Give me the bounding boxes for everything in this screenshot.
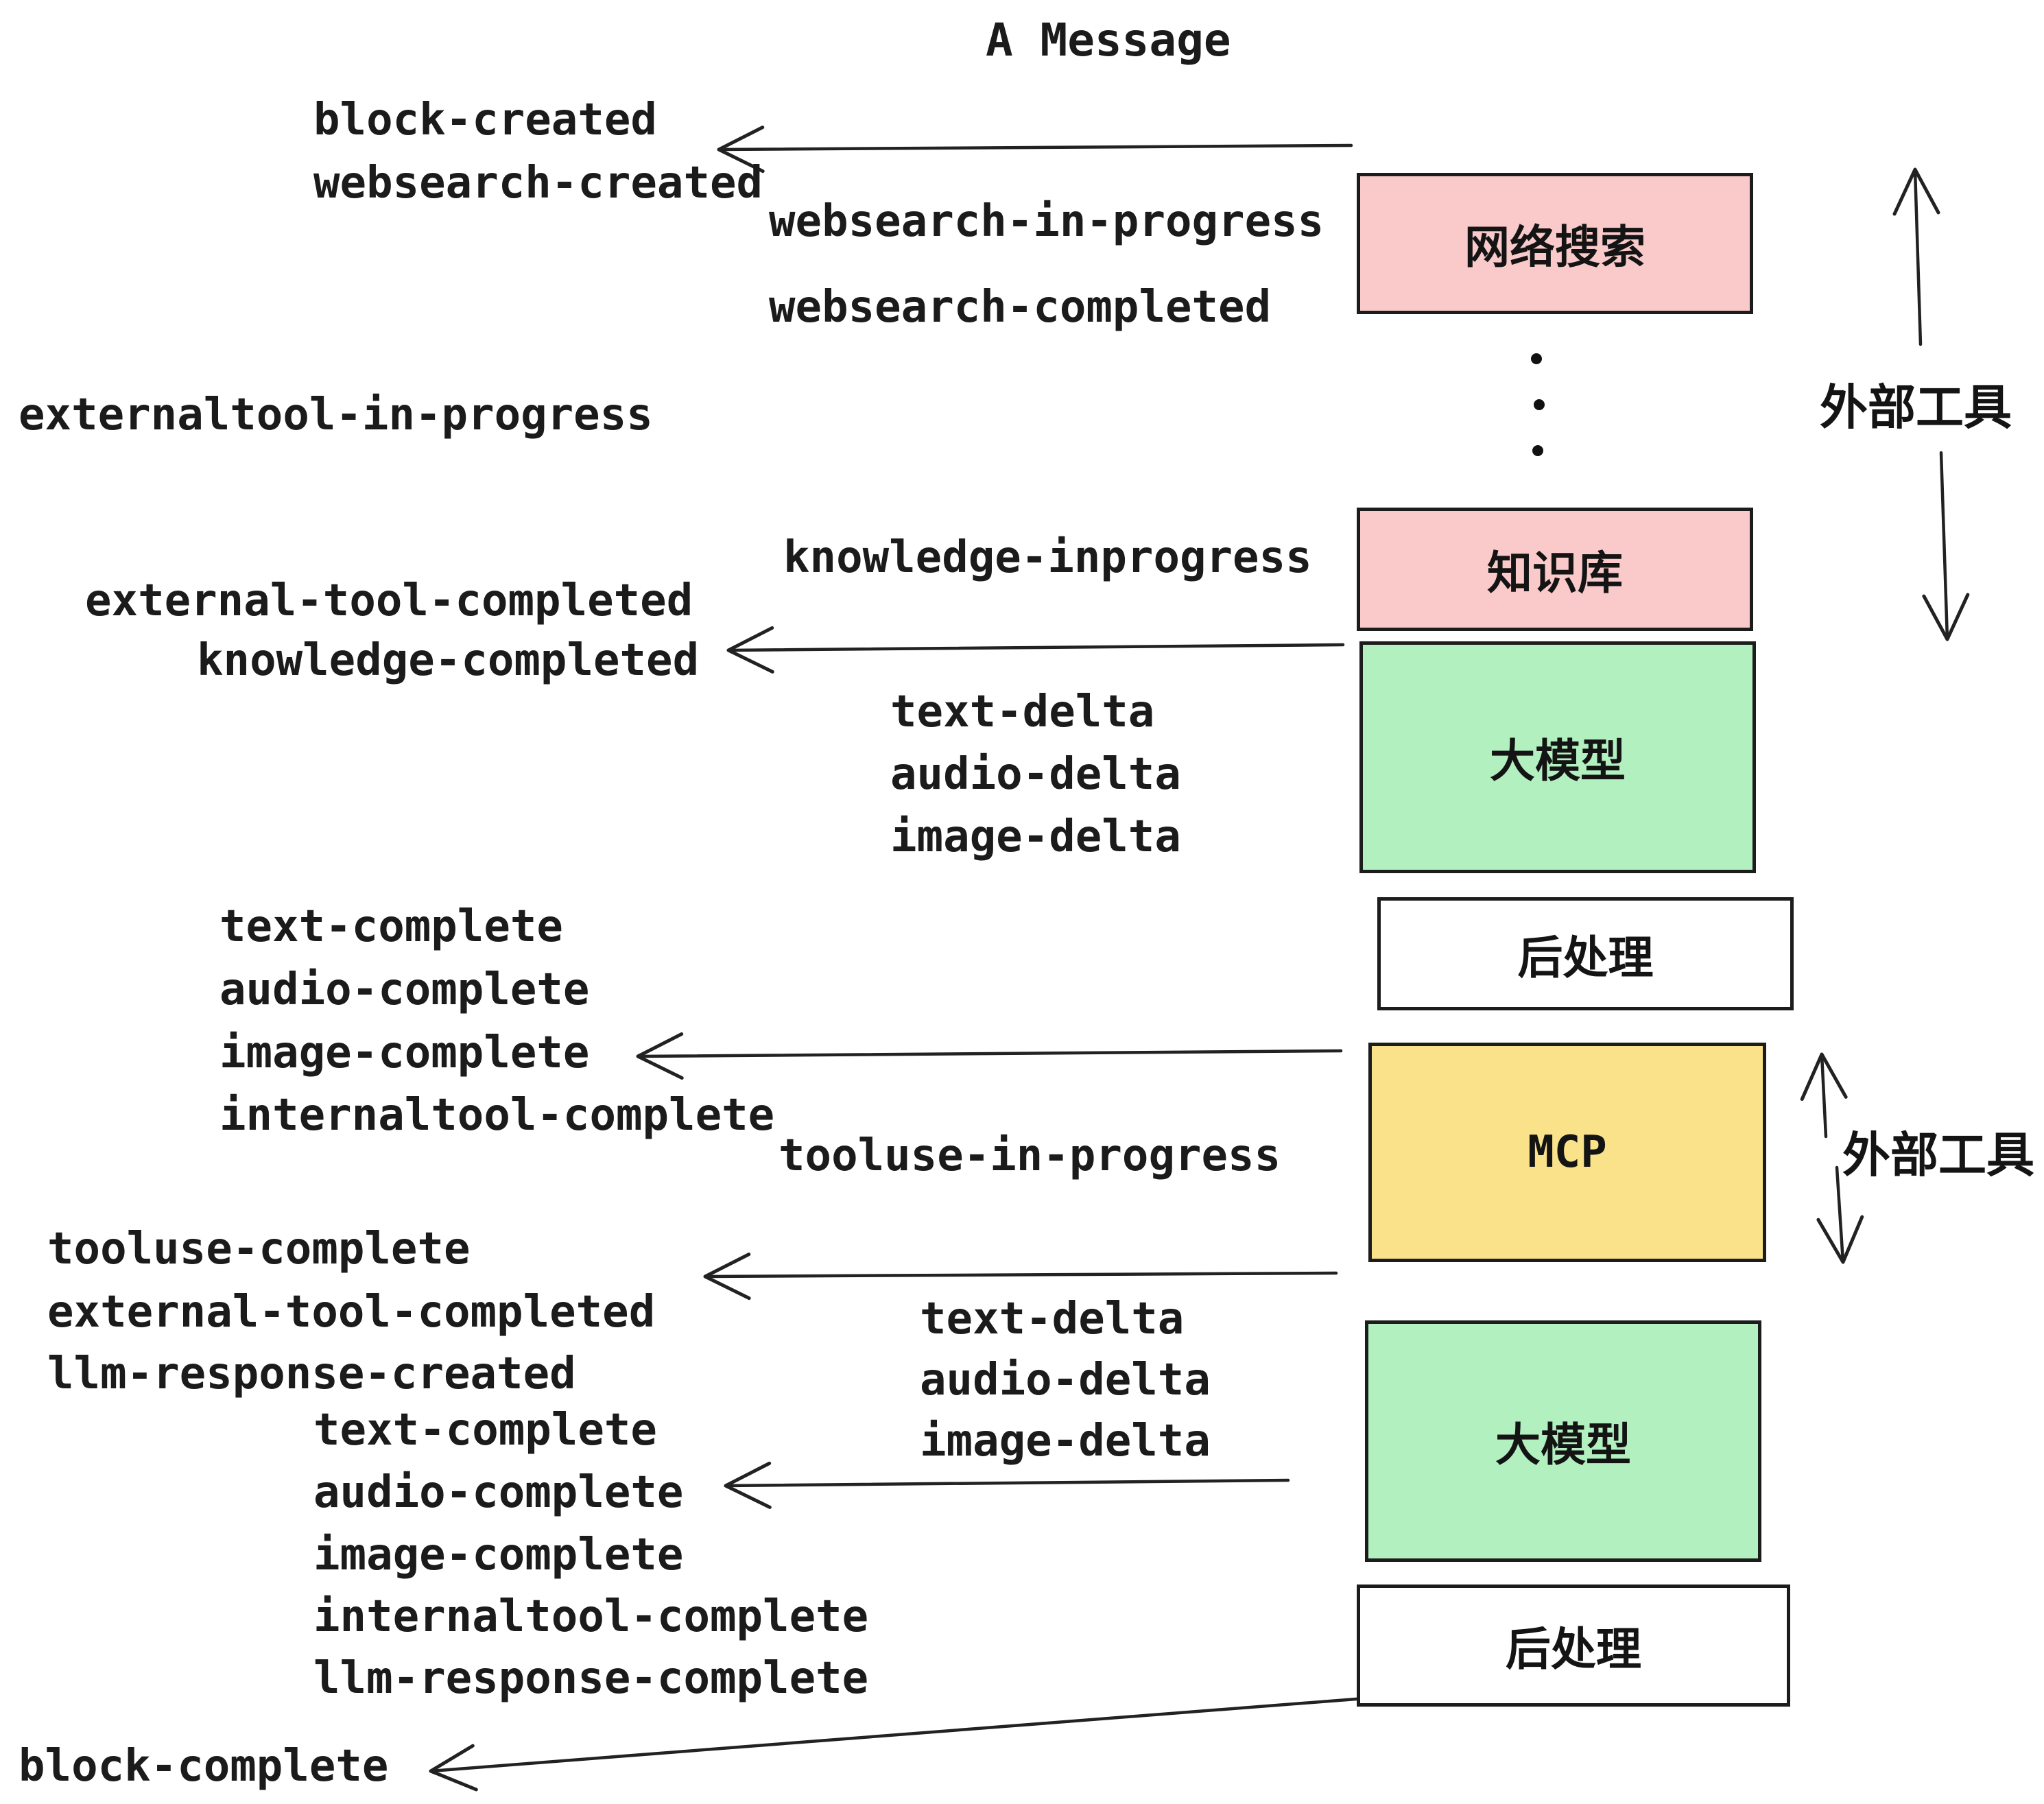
event-label-image-delta-2: image-delta	[920, 1416, 1211, 1467]
box-mcp: MCP	[1368, 1043, 1766, 1262]
event-label-internaltool-complete-1: internaltool-complete	[219, 1090, 775, 1141]
event-label-websearch-created: websearch-created	[313, 158, 763, 209]
event-label-llm-response-created: llm-response-created	[47, 1349, 576, 1399]
event-label-knowledge-inprogress: knowledge-inprogress	[783, 532, 1312, 583]
box-label-llm-2: 大模型	[1495, 1419, 1631, 1471]
side-label-external-tools-2: 外部工具	[1842, 1127, 2034, 1183]
event-label-tooluse-in-progress: tooluse-in-progress	[779, 1130, 1281, 1181]
arrow-audio-complete-2	[724, 1461, 1290, 1509]
event-label-knowledge-completed: knowledge-completed	[197, 635, 700, 686]
event-label-audio-complete-2: audio-complete	[313, 1467, 684, 1518]
event-label-image-complete-2: image-complete	[313, 1530, 684, 1580]
event-label-internaltool-complete-2: internaltool-complete	[313, 1591, 869, 1642]
event-label-websearch-in-progress: websearch-in-progress	[769, 196, 1324, 247]
event-label-text-delta-1: text-delta	[890, 687, 1155, 737]
box-label-llm-1: 大模型	[1490, 735, 1626, 787]
event-label-text-complete-1: text-complete	[219, 901, 563, 952]
box-knowledge: 知识库	[1357, 508, 1753, 631]
arrow-external-tools-2-up	[1800, 1052, 1848, 1139]
event-label-external-tool-completed-1: external-tool-completed	[85, 575, 693, 626]
event-label-audio-delta-1: audio-delta	[890, 749, 1181, 800]
box-label-websearch: 网络搜索	[1464, 221, 1645, 274]
ellipsis-dot	[1532, 445, 1543, 456]
box-post-2: 后处理	[1357, 1585, 1790, 1707]
arrow-knowledge-completed	[726, 626, 1345, 674]
event-label-block-complete: block-complete	[19, 1741, 389, 1792]
event-label-external-tool-completed-2: external-tool-completed	[47, 1287, 656, 1338]
arrow-external-tools-2-down	[1816, 1165, 1864, 1264]
diagram-title: A Message	[986, 14, 1231, 67]
box-label-post-2: 后处理	[1506, 1623, 1641, 1676]
ellipsis-dot	[1534, 399, 1545, 410]
arrow-websearch-created	[717, 126, 1353, 174]
arrow-external-tools-1-up	[1892, 167, 1940, 346]
side-label-external-tools-1: 外部工具	[1820, 379, 2012, 436]
box-llm-1: 大模型	[1359, 641, 1756, 873]
arrow-external-tools-1-down	[1922, 451, 1970, 641]
arrow-internaltool-complete-1	[636, 1032, 1343, 1080]
box-label-post-1: 后处理	[1517, 931, 1654, 984]
event-label-websearch-completed: websearch-completed	[769, 282, 1272, 333]
box-llm-2: 大模型	[1365, 1320, 1761, 1562]
event-label-tooluse-complete: tooluse-complete	[47, 1224, 471, 1274]
box-label-knowledge: 知识库	[1487, 547, 1623, 600]
arrow-tooluse-complete	[703, 1253, 1338, 1301]
event-label-block-created: block-created	[313, 95, 657, 145]
event-label-audio-complete-1: audio-complete	[219, 964, 590, 1015]
box-websearch: 网络搜索	[1357, 173, 1753, 314]
event-label-text-delta-2: text-delta	[920, 1294, 1185, 1344]
arrow-block-complete	[429, 1696, 1367, 1792]
event-label-audio-delta-2: audio-delta	[920, 1355, 1211, 1405]
event-label-text-complete-2: text-complete	[313, 1405, 657, 1456]
event-label-image-complete-1: image-complete	[219, 1028, 590, 1078]
event-label-image-delta-1: image-delta	[890, 811, 1181, 862]
event-label-llm-response-complete: llm-response-complete	[313, 1653, 869, 1704]
ellipsis-dot	[1531, 353, 1542, 364]
box-label-mcp: MCP	[1528, 1127, 1607, 1178]
box-post-1: 后处理	[1377, 897, 1794, 1010]
ellipsis-dots	[1531, 353, 1545, 456]
event-label-externaltool-in-progress: externaltool-in-progress	[19, 390, 653, 440]
